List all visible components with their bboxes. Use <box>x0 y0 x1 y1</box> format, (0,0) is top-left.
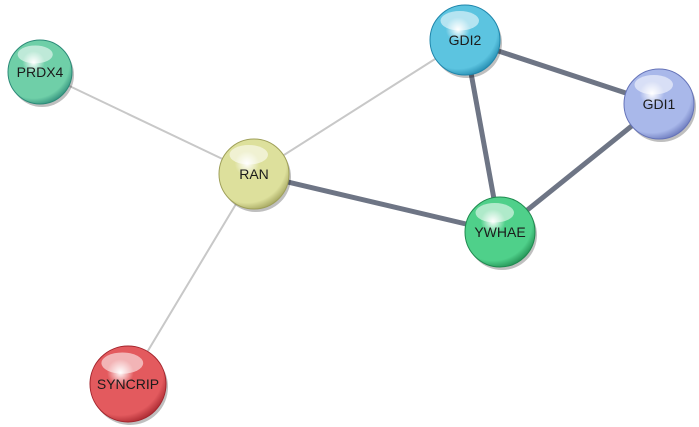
node-label: SYNCRIP <box>97 376 159 392</box>
node-label: RAN <box>239 166 269 182</box>
node-label: PRDX4 <box>17 64 64 80</box>
node-highlight <box>17 45 53 64</box>
node-highlight <box>475 202 514 223</box>
node-syncrip[interactable]: SYNCRIP <box>89 345 168 425</box>
edge-ran-ywhae <box>251 171 503 235</box>
node-label: GDI1 <box>643 96 676 112</box>
node-label: GDI2 <box>449 32 482 48</box>
node-ran[interactable]: RAN <box>218 138 291 212</box>
node-highlight <box>440 10 479 31</box>
node-highlight <box>101 352 144 374</box>
node-highlight <box>229 144 268 165</box>
node-highlight <box>634 74 673 95</box>
edge-prdx4-ran <box>39 71 255 175</box>
node-label: YWHAE <box>474 224 525 240</box>
edges-layer <box>39 37 662 385</box>
edge-ran-syncrip <box>127 173 255 385</box>
node-gdi1[interactable]: GDI1 <box>623 68 696 142</box>
edge-ran-gdi2 <box>253 39 466 175</box>
node-ywhae[interactable]: YWHAE <box>464 196 537 270</box>
node-gdi2[interactable]: GDI2 <box>429 4 502 78</box>
node-prdx4[interactable]: PRDX4 <box>7 39 74 107</box>
